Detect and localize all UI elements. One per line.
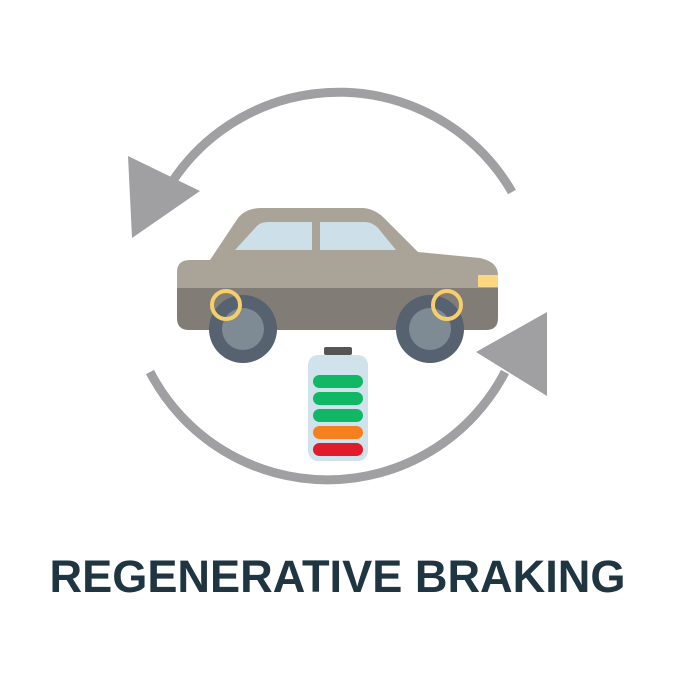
front-wheel bbox=[396, 295, 464, 363]
front-energy-ring bbox=[431, 289, 463, 321]
rear-window bbox=[235, 222, 312, 250]
cycle-arrows bbox=[128, 87, 547, 485]
car-icon bbox=[177, 208, 498, 363]
battery-cap bbox=[324, 347, 352, 355]
front-window bbox=[320, 222, 396, 250]
battery-charge-bar bbox=[313, 375, 363, 388]
top-arrowhead-icon bbox=[128, 156, 200, 238]
battery-icon bbox=[308, 347, 368, 461]
top-arc-arrow bbox=[168, 87, 516, 195]
headlight bbox=[478, 275, 498, 287]
battery-charge-bar bbox=[313, 392, 363, 405]
bottom-arc-arrow bbox=[146, 369, 509, 485]
bottom-arrowhead-icon bbox=[476, 312, 547, 396]
title: REGENERATIVE BRAKING bbox=[50, 551, 626, 602]
rear-energy-ring bbox=[210, 289, 242, 321]
rear-wheel bbox=[209, 295, 277, 363]
battery-charge-bar bbox=[313, 426, 363, 439]
battery-charge-bar bbox=[313, 443, 363, 456]
battery-charge-bar bbox=[313, 409, 363, 422]
